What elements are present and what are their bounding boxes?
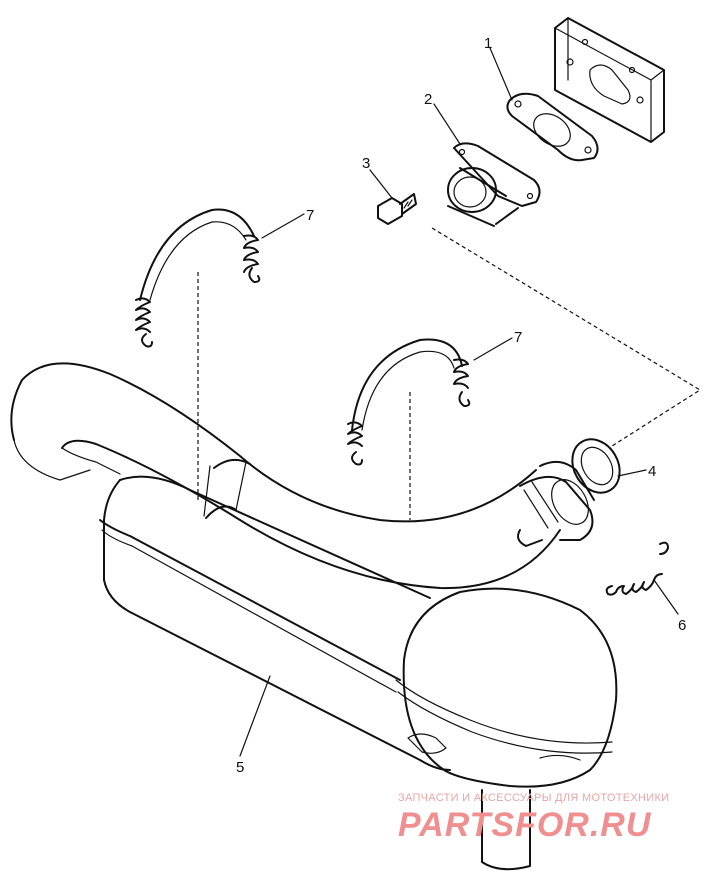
callout-1: 1 — [484, 35, 492, 52]
leader-lines — [239, 47, 679, 757]
callout-3: 3 — [362, 155, 370, 172]
spring-part-6 — [605, 541, 669, 596]
assembly-guide-lines — [197, 227, 702, 520]
watermark-brand: PARTSFOR.RU — [398, 806, 652, 844]
spring-part-7-lower — [347, 338, 471, 466]
callout-7-upper: 7 — [306, 207, 314, 224]
spring-part-7-upper — [135, 208, 261, 348]
flange-part-2 — [447, 142, 541, 227]
callout-2: 2 — [424, 91, 432, 108]
callout-6: 6 — [678, 617, 686, 634]
callout-5: 5 — [236, 759, 244, 776]
exhaust-pipe-muffler-part-5 — [10, 362, 618, 871]
mounting-block — [554, 17, 665, 143]
ring-gasket-part-4 — [571, 438, 621, 494]
gasket-part-1 — [506, 92, 599, 162]
bolt-part-3 — [377, 193, 417, 225]
callout-4: 4 — [648, 463, 656, 480]
callout-7-lower: 7 — [514, 329, 522, 346]
watermark-tagline: ЗАПЧАСТИ И АКСЕССУАРЫ ДЛЯ МОТОТЕХНИКИ — [398, 792, 670, 804]
